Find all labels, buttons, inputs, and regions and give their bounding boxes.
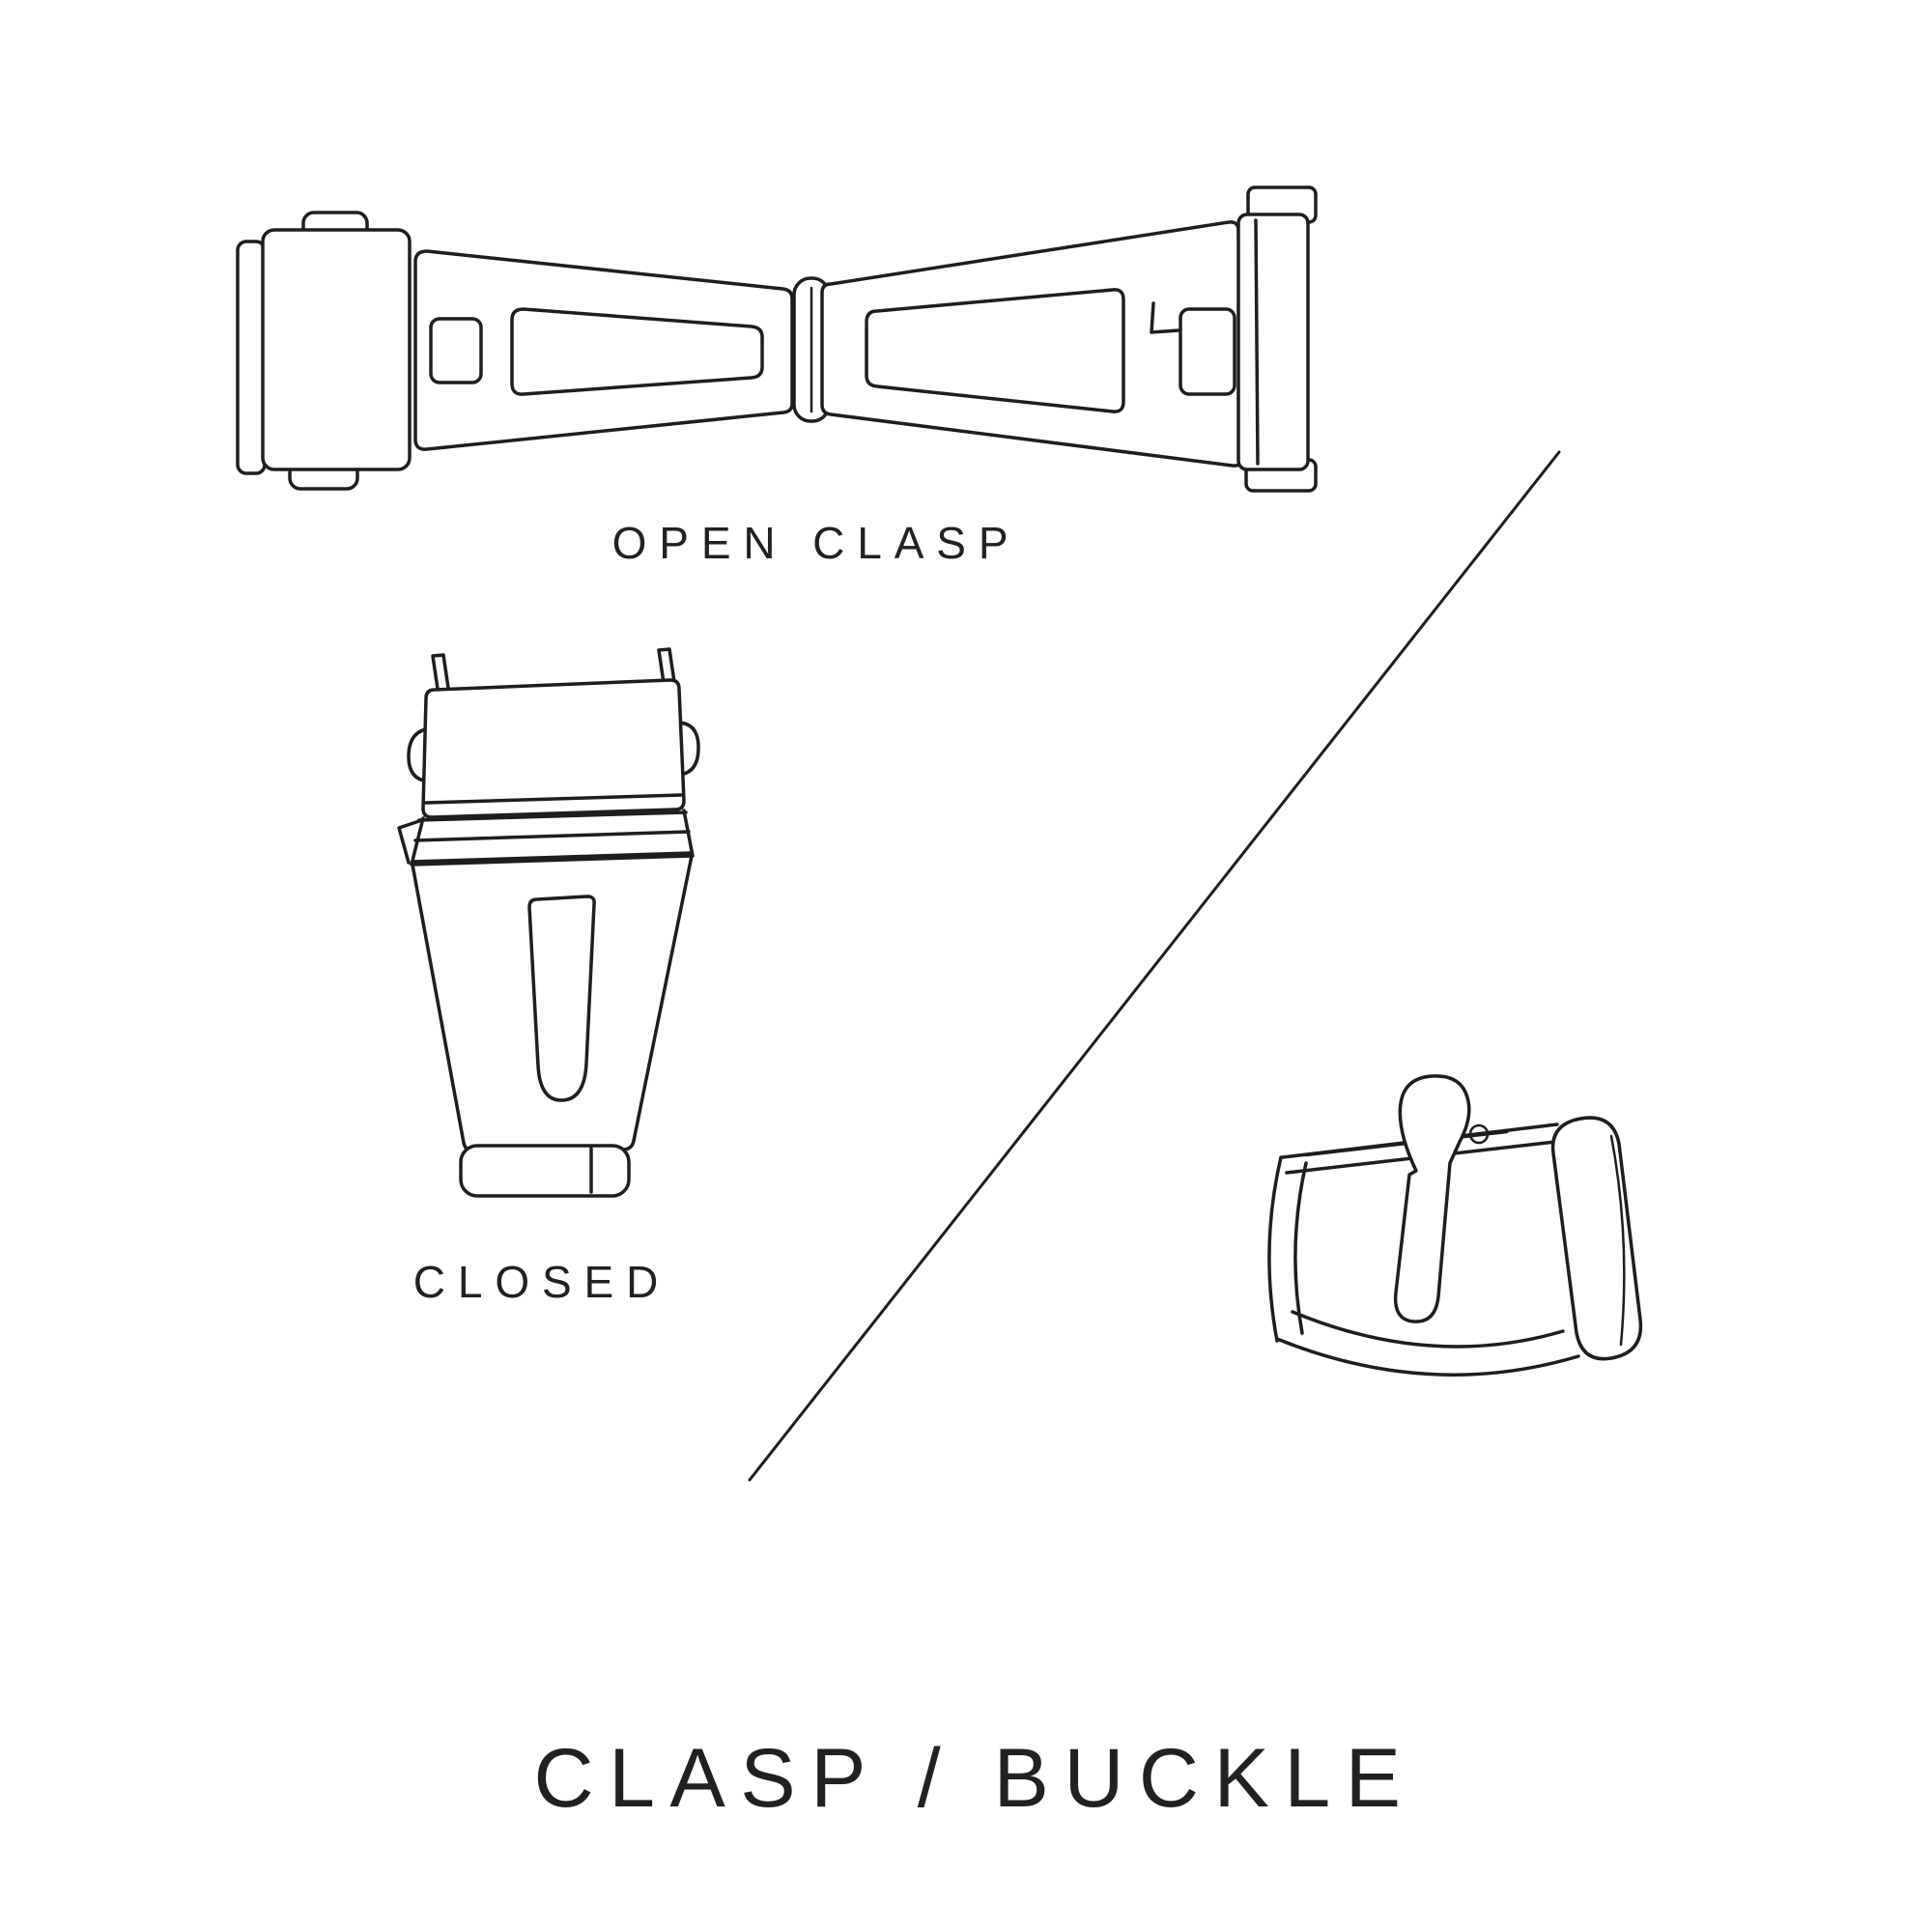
open-clasp-illustration	[236, 185, 1318, 493]
diagonal-divider-line	[748, 450, 1561, 1482]
tang-buckle-illustration	[1267, 1074, 1643, 1377]
open-clasp-label: OPEN CLASP	[611, 518, 1021, 568]
page-title: CLASP / BUCKLE	[533, 1732, 1416, 1825]
closed-clasp-label: CLOSED	[412, 1257, 671, 1307]
closed-clasp-illustration	[397, 647, 700, 1198]
